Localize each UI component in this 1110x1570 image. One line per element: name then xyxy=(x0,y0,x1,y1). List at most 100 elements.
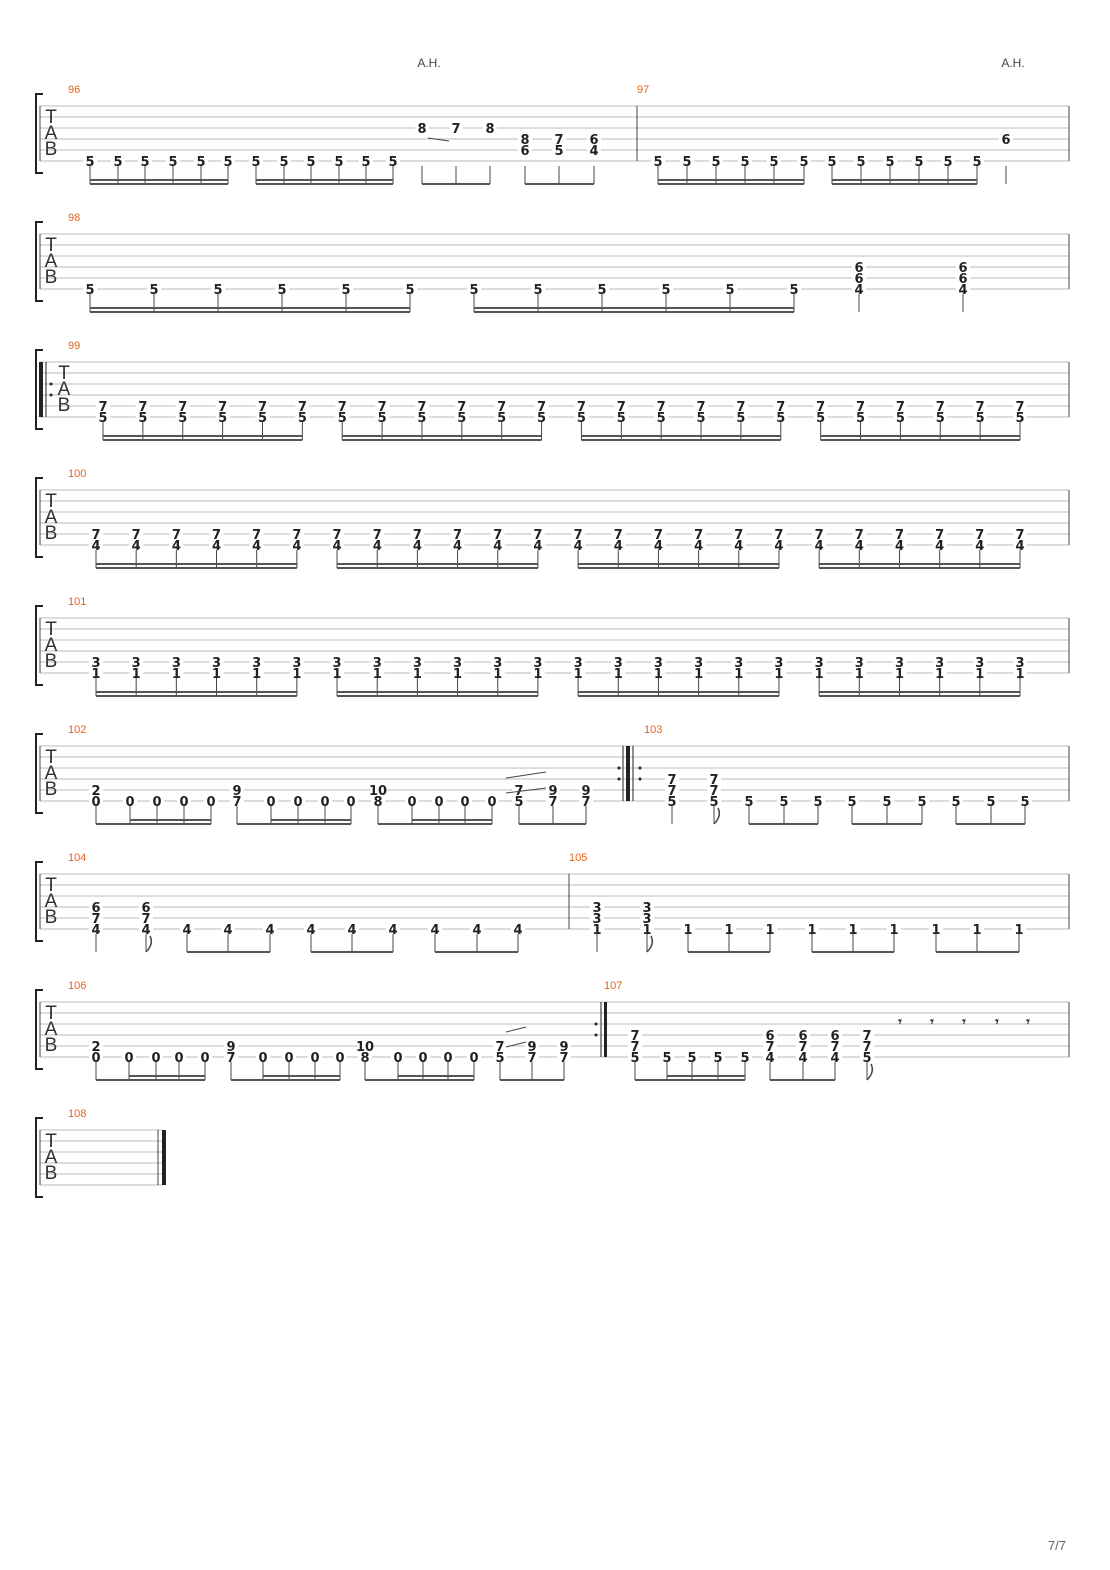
fret-number: 9 xyxy=(226,1040,235,1055)
tab-clef-letter: T xyxy=(45,619,57,640)
fret-number: 5 xyxy=(334,155,343,170)
fret-backdrop xyxy=(1013,401,1027,412)
fret-backdrop xyxy=(358,1052,372,1063)
fret-backdrop xyxy=(771,540,786,551)
fret-backdrop xyxy=(129,668,144,679)
tab-clef-letter: B xyxy=(45,523,58,544)
fret-backdrop xyxy=(386,156,400,167)
fret-number: 6 xyxy=(765,1029,774,1044)
fret-number: 1 xyxy=(683,923,692,938)
fret-backdrop xyxy=(973,412,988,423)
fret-number: 3 xyxy=(774,656,783,671)
fret-number: 7 xyxy=(574,528,583,543)
system-bracket xyxy=(35,989,43,1070)
fret-backdrop xyxy=(123,796,137,807)
fret-number: 7 xyxy=(630,1040,639,1055)
fret-number: 5 xyxy=(341,283,350,298)
fret-number: 5 xyxy=(223,155,232,170)
fret-number: 7 xyxy=(178,400,187,415)
fret-number: 5 xyxy=(113,155,122,170)
fret-number: 8 xyxy=(360,1051,369,1066)
tab-clef-letter: T xyxy=(58,363,70,384)
fret-backdrop xyxy=(691,540,706,551)
system-bracket xyxy=(35,605,43,686)
fret-backdrop xyxy=(249,156,263,167)
fret-backdrop xyxy=(129,540,144,551)
fret-number: 4 xyxy=(830,1051,839,1066)
fret-backdrop xyxy=(370,657,385,668)
fret-number: 7 xyxy=(667,784,676,799)
fret-backdrop xyxy=(255,412,270,423)
fret-backdrop xyxy=(811,796,825,807)
fret-number: 3 xyxy=(642,901,651,916)
bar-number: 99 xyxy=(68,340,80,352)
fret-backdrop xyxy=(391,1052,405,1063)
fret-backdrop xyxy=(139,913,153,924)
fret-backdrop xyxy=(83,156,97,167)
fret-number: 5 xyxy=(740,155,749,170)
fret-backdrop xyxy=(135,412,150,423)
fret-number: 0 xyxy=(469,1051,478,1066)
fret-backdrop xyxy=(209,668,224,679)
fret-number: 5 xyxy=(617,411,626,426)
fret-backdrop xyxy=(731,668,746,679)
fret-number: 4 xyxy=(252,539,261,554)
fret-backdrop xyxy=(828,1052,842,1063)
fret-backdrop xyxy=(797,156,811,167)
fret-backdrop xyxy=(289,668,304,679)
fret-backdrop xyxy=(852,668,867,679)
fret-backdrop xyxy=(707,774,721,785)
fret-number: 7 xyxy=(451,122,460,137)
fret-backdrop xyxy=(169,657,184,668)
fret-number: 5 xyxy=(662,1051,671,1066)
fret-number: 5 xyxy=(682,155,691,170)
fret-backdrop xyxy=(773,401,788,412)
fret-number: 0 xyxy=(179,795,188,810)
fret-backdrop xyxy=(249,540,264,551)
fret-number: 7 xyxy=(226,1051,235,1066)
fret-backdrop xyxy=(335,401,350,412)
fret-backdrop xyxy=(211,284,225,295)
fret-number: 4 xyxy=(347,923,356,938)
fret-number: 4 xyxy=(574,539,583,554)
fret-number: 3 xyxy=(413,656,422,671)
fret-backdrop xyxy=(386,924,400,935)
fret-number: 1 xyxy=(333,667,342,682)
fret-backdrop xyxy=(973,401,988,412)
fret-number: 5 xyxy=(789,283,798,298)
fret-backdrop xyxy=(454,412,469,423)
fret-number: 7 xyxy=(417,400,426,415)
slide-line xyxy=(427,137,450,142)
fret-number: 7 xyxy=(527,1051,536,1066)
fret-backdrop xyxy=(660,1052,674,1063)
fret-number: 4 xyxy=(855,539,864,554)
artificial-harmonic-annotation: A.H. xyxy=(417,56,440,70)
fret-backdrop xyxy=(812,540,827,551)
fret-backdrop xyxy=(738,1052,752,1063)
fret-number: 0 xyxy=(335,1051,344,1066)
fret-backdrop xyxy=(956,284,970,295)
system-bracket xyxy=(35,1117,43,1198)
fret-number: 5 xyxy=(653,155,662,170)
fret-backdrop xyxy=(518,145,532,156)
fret-number: 4 xyxy=(91,923,100,938)
fret-backdrop xyxy=(723,284,737,295)
fret-number: 3 xyxy=(654,656,663,671)
fret-backdrop xyxy=(611,668,626,679)
fret-backdrop xyxy=(172,1052,186,1063)
fret-backdrop xyxy=(345,924,359,935)
fret-backdrop xyxy=(853,412,868,423)
fret-backdrop xyxy=(415,123,429,134)
fret-number: 7 xyxy=(862,1029,871,1044)
fret-number: 7 xyxy=(533,528,542,543)
fret-backdrop xyxy=(410,529,425,540)
fret-backdrop xyxy=(224,1052,238,1063)
fret-backdrop xyxy=(949,796,963,807)
fret-backdrop xyxy=(611,529,626,540)
fret-number: 4 xyxy=(614,539,623,554)
fret-backdrop xyxy=(209,529,224,540)
fret-backdrop xyxy=(215,401,230,412)
fret-backdrop xyxy=(731,529,746,540)
fret-number: 3 xyxy=(614,656,623,671)
